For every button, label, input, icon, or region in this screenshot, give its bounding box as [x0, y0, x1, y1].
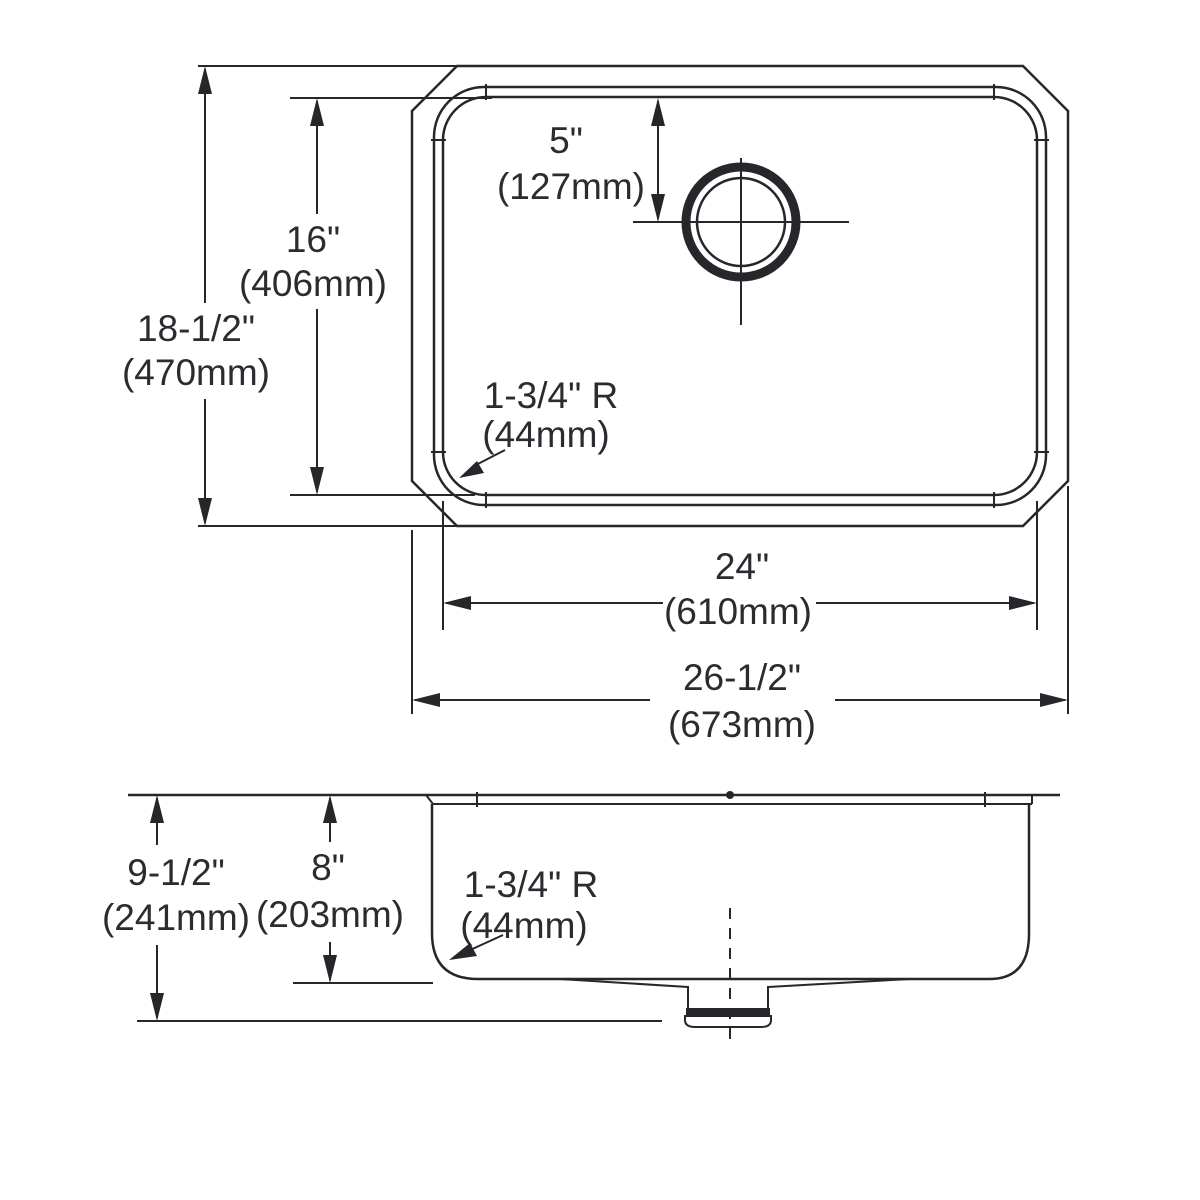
dim-label: 24" — [715, 546, 769, 587]
bowl-rim-outer — [432, 85, 1048, 507]
dim-label-mm: (470mm) — [122, 352, 270, 393]
dim-label-mm: (241mm) — [102, 897, 250, 938]
dim-label-mm: (673mm) — [668, 704, 816, 745]
dimension-overall-width: 26-1/2" (673mm) — [411, 486, 1069, 745]
dim-label: 26-1/2" — [683, 657, 801, 698]
dim-label-mm: (203mm) — [256, 894, 404, 935]
dim-label-mm: (406mm) — [239, 263, 387, 304]
callout-corner-radius-top: 1-3/4" R (44mm) — [459, 375, 618, 478]
dimension-bowl-front-back: 16" (406mm) — [239, 97, 492, 496]
dim-label: 16" — [286, 219, 340, 260]
side-view — [128, 791, 1060, 1046]
radius-label: 1-3/4" R — [464, 864, 598, 905]
dimension-bowl-depth: 8" (203mm) — [256, 795, 433, 984]
dim-label: 9-1/2" — [127, 852, 224, 893]
centerline-dot — [726, 791, 734, 799]
dim-label-mm: (127mm) — [497, 166, 645, 207]
dim-label: 5" — [549, 120, 583, 161]
radius-label-mm: (44mm) — [482, 414, 609, 455]
dimension-drain-offset: 5" (127mm) — [497, 98, 665, 222]
radius-label-mm: (44mm) — [460, 905, 587, 946]
dim-label: 18-1/2" — [137, 308, 255, 349]
dim-label-mm: (610mm) — [664, 591, 812, 632]
drain-fitting — [684, 986, 772, 1028]
bowl-rim-inner — [441, 95, 1039, 497]
top-view — [410, 64, 1070, 528]
dim-label: 8" — [311, 847, 345, 888]
callout-corner-radius-side: 1-3/4" R (44mm) — [449, 864, 598, 960]
dimension-overall-front-back: 18-1/2" (470mm) — [122, 65, 459, 527]
drain-icon — [633, 158, 849, 325]
radius-label: 1-3/4" R — [484, 375, 618, 416]
bowl-bottom-slope — [559, 978, 911, 988]
bowl-profile — [430, 804, 1031, 981]
dimension-overall-depth: 9-1/2" (241mm) — [102, 795, 662, 1022]
dimension-bowl-width: 24" (610mm) — [442, 501, 1038, 632]
sink-outer-rim — [410, 64, 1070, 528]
